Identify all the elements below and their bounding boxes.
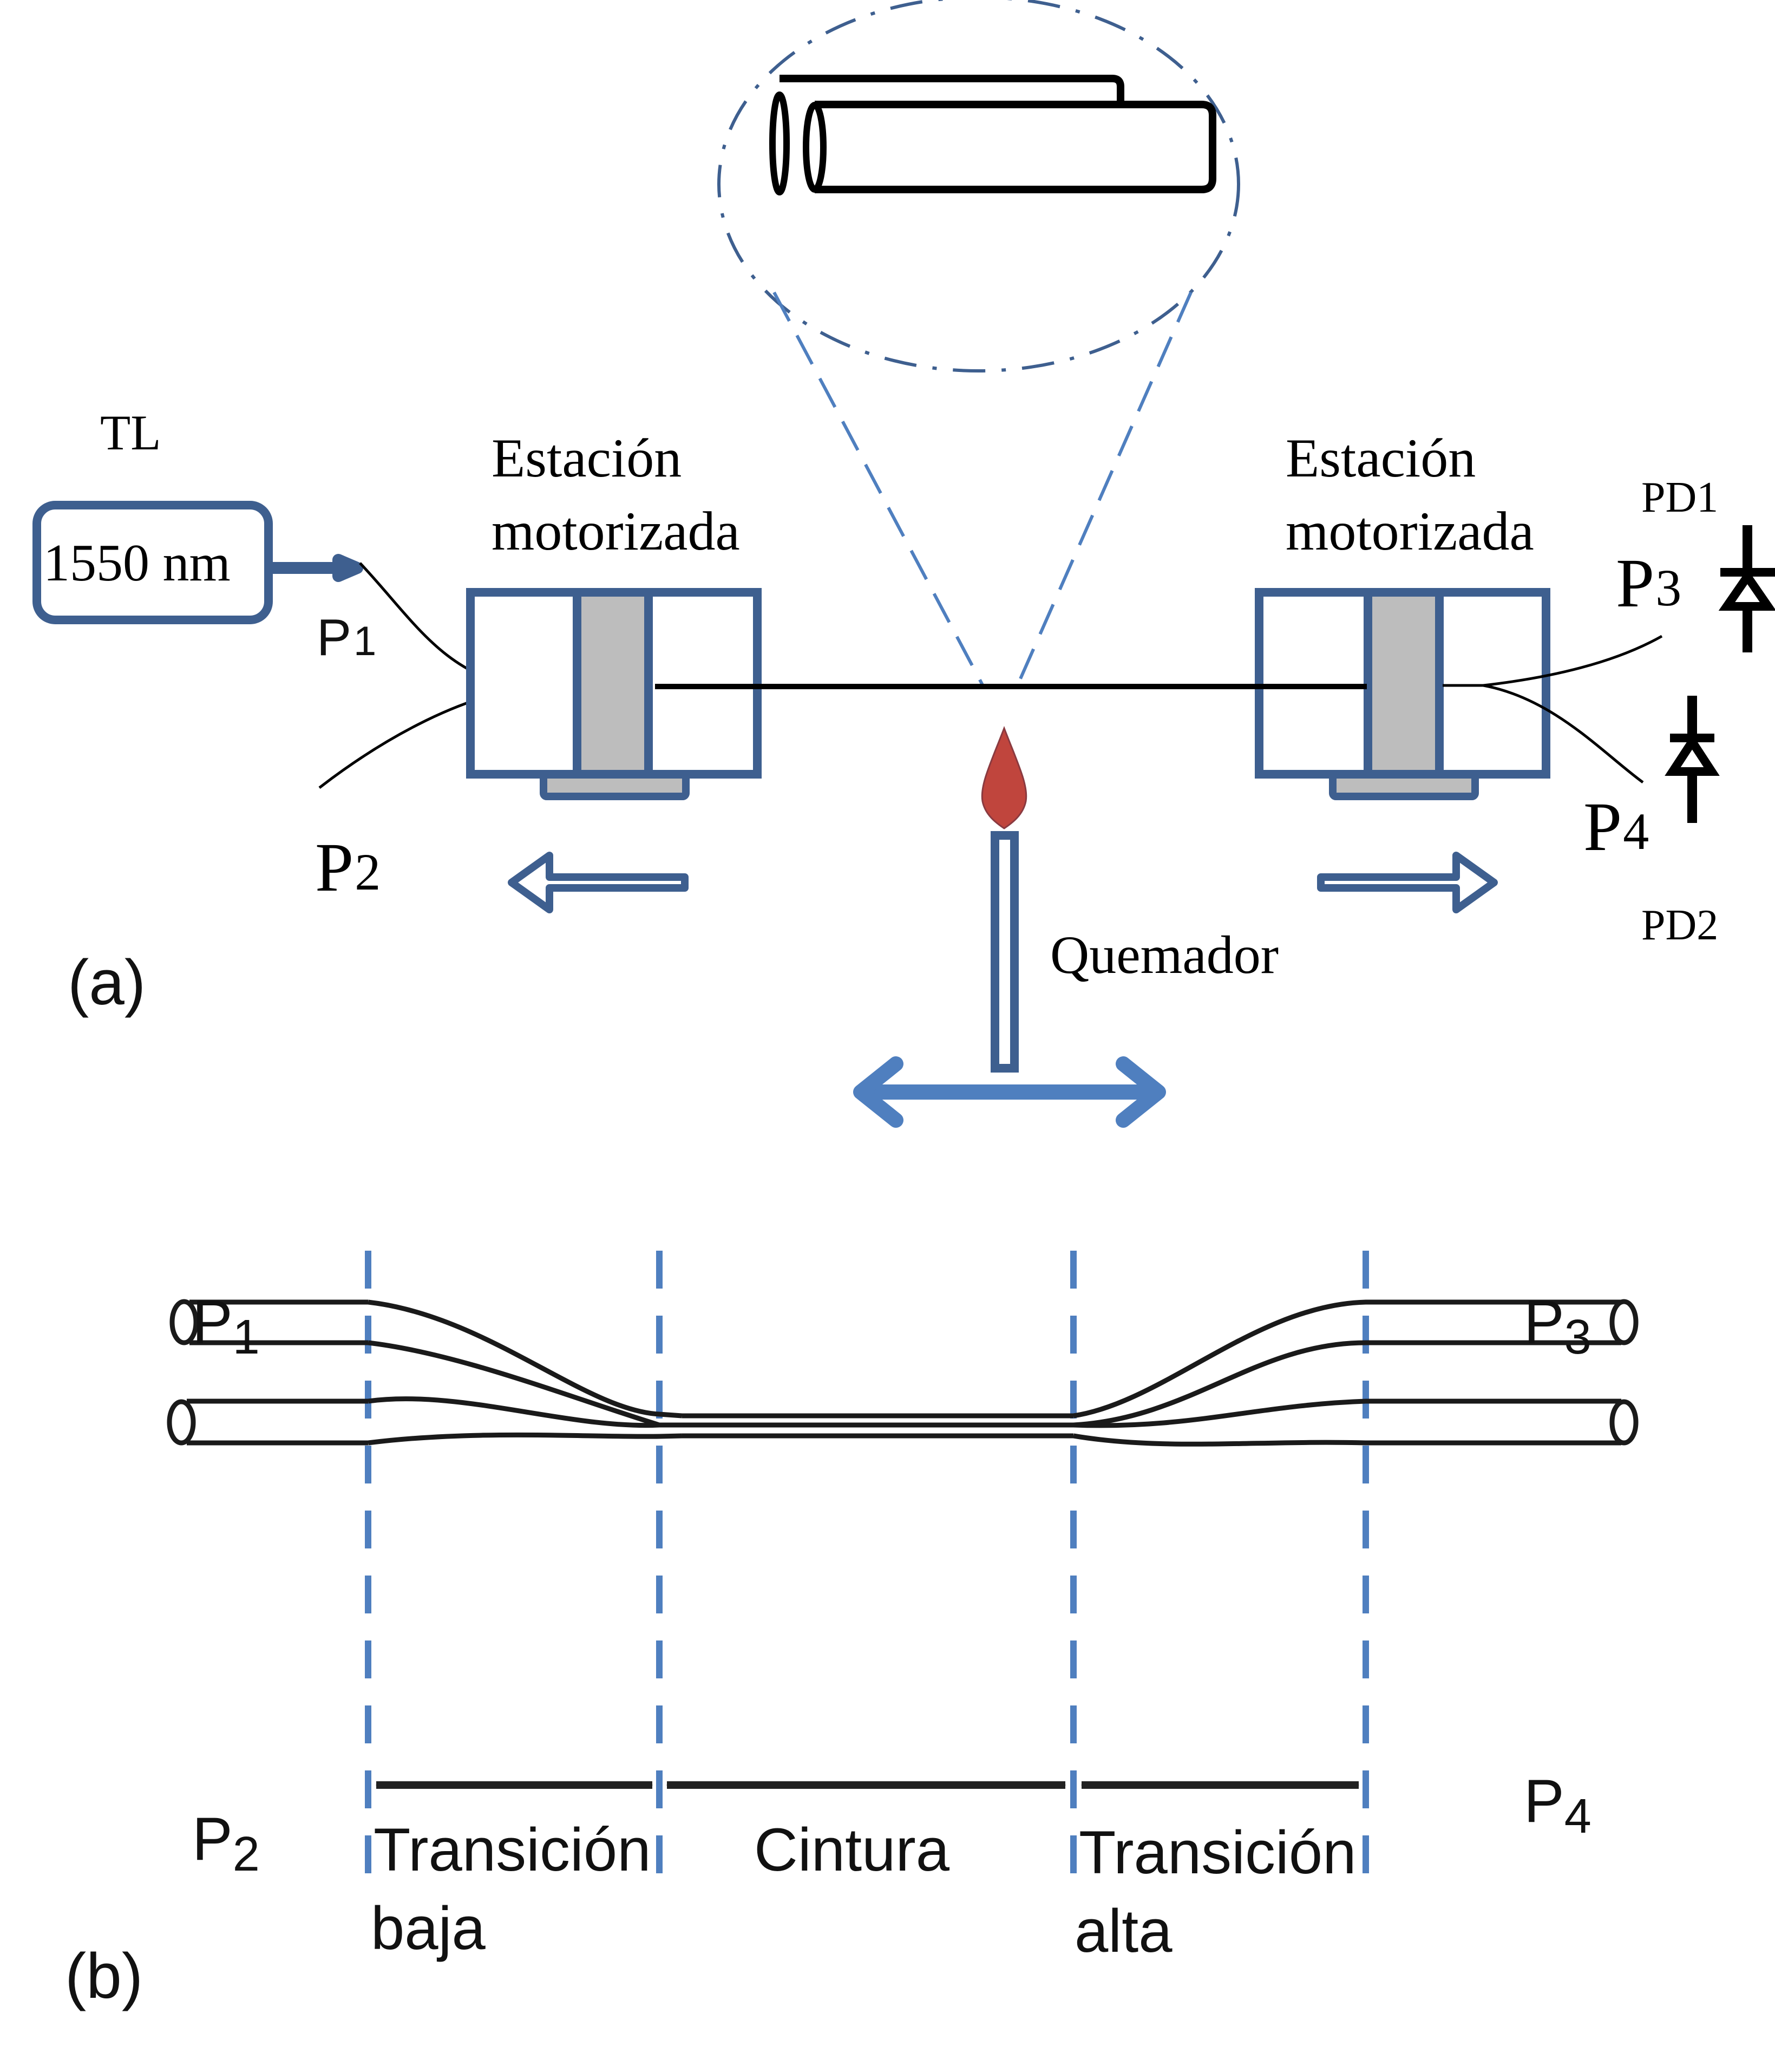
taper-left-bottom (368, 1432, 683, 1446)
fiber-output-p3 (1407, 1299, 1639, 1345)
taper-left-top (368, 1299, 683, 1419)
stage-right-arrow-icon (1317, 852, 1498, 913)
station-right-line1: Estación (1286, 428, 1476, 489)
region-label-low-transition-1: Transición (374, 1816, 651, 1884)
b-port-label-p3: P3 (1524, 1288, 1591, 1364)
taper-right-mid2 (1073, 1398, 1407, 1428)
taper-left-mid1 (368, 1340, 660, 1428)
motorized-stage-left (466, 588, 762, 800)
region-label-high-transition-2: alta (1075, 1897, 1173, 1965)
station-right-line2: motorizada (1286, 501, 1534, 562)
region-label-low-transition-2: baja (371, 1894, 486, 1962)
panel-a: TL 1550 nm P1 P2 Estación motorizada Est… (32, 0, 1775, 1128)
port-label-p4: P4 (1583, 788, 1649, 865)
panel-b: P1 P2 P3 P4 Transición baja Cintura Tran… (65, 1251, 1639, 2012)
magnifier-cone-right (1016, 291, 1193, 686)
port-label-p3: P3 (1616, 545, 1681, 622)
station-left-line2: motorizada (492, 501, 740, 562)
laser-title: TL (100, 405, 161, 460)
panel-a-label: (a) (68, 947, 146, 1018)
laser-wavelength: 1550 nm (43, 534, 231, 592)
region-label-high-transition-1: Transición (1079, 1819, 1356, 1886)
photodiode-pd2-icon (1665, 696, 1720, 823)
b-port-label-p1: P1 (192, 1288, 260, 1364)
taper-left-mid2 (368, 1396, 660, 1428)
taper-right-bottom (1073, 1433, 1407, 1447)
motorized-stage-right (1255, 588, 1550, 800)
magnifier-ellipse (717, 0, 1240, 372)
stage-left-arrow-icon (508, 852, 689, 913)
laser-output-arrow (271, 554, 363, 582)
region-label-waist: Cintura (754, 1816, 950, 1884)
burner-label: Quemador (1050, 925, 1279, 985)
fiber-input-p2 (167, 1398, 368, 1446)
station-left-line1: Estación (492, 428, 682, 489)
b-port-label-p4: P4 (1524, 1767, 1591, 1844)
port-label-p1: P1 (317, 609, 376, 666)
detector-label-pd2: PD2 (1641, 901, 1718, 949)
b-port-label-p2: P2 (192, 1805, 260, 1881)
taper-right-top (1073, 1299, 1407, 1419)
photodiode-pd1-icon (1718, 525, 1775, 652)
fiber-lead-p3 (1443, 635, 1663, 687)
port-label-p2: P2 (315, 829, 381, 906)
flame-icon (981, 725, 1027, 829)
fiber-input-p1 (169, 1299, 368, 1345)
fiber-lead-p4 (1443, 684, 1644, 784)
magnifier-cone-left (772, 291, 984, 686)
twin-fibers-icon (769, 75, 1216, 195)
panel-b-label: (b) (65, 1940, 143, 2012)
fiber-end-icon (803, 102, 827, 193)
burner-icon (981, 725, 1027, 1073)
detector-label-pd1: PD1 (1641, 474, 1718, 521)
laser-source-box (32, 501, 273, 624)
taper-right-mid1 (1073, 1340, 1407, 1428)
burner-motion-arrow-icon (853, 1056, 1166, 1128)
fiber-output-p4 (1407, 1398, 1639, 1446)
